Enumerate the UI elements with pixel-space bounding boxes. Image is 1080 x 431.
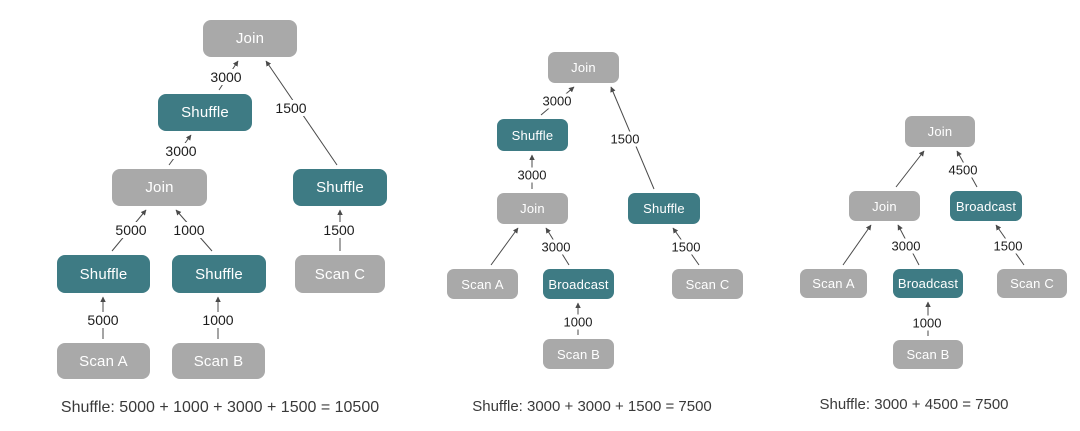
node-plan-one-broadcast-join-top: Join bbox=[548, 52, 619, 83]
node-plan-all-shuffle-shuffle-a: Shuffle bbox=[57, 255, 150, 293]
node-plan-one-broadcast-join-mid: Join bbox=[497, 193, 568, 224]
node-plan-two-broadcast-broadcast-right: Broadcast bbox=[950, 191, 1022, 221]
node-plan-one-broadcast-scan-b: Scan B bbox=[543, 339, 614, 369]
edge-label-plan-all-shuffle-join-mid-to-shuffle-upper: 3000 bbox=[162, 143, 200, 159]
node-plan-one-broadcast-shuffle-right: Shuffle bbox=[628, 193, 700, 224]
edge-label-plan-all-shuffle-scan-a-to-shuffle-a: 5000 bbox=[84, 312, 122, 328]
edge-label-plan-one-broadcast-join-mid-to-shuffle-upper: 3000 bbox=[514, 167, 550, 183]
node-plan-all-shuffle-shuffle-upper: Shuffle bbox=[158, 94, 252, 131]
node-plan-two-broadcast-scan-c: Scan C bbox=[997, 269, 1067, 298]
node-plan-all-shuffle-join-mid: Join bbox=[112, 169, 207, 206]
edge-plan-two-broadcast-scan-a-to-join-mid bbox=[842, 224, 872, 266]
edge-label-plan-one-broadcast-shuffle-right-to-join-top: 1500 bbox=[607, 131, 643, 147]
edge-plan-one-broadcast-scan-a-to-join-mid bbox=[490, 227, 519, 266]
edge-label-plan-all-shuffle-shuffle-right-to-join-top: 1500 bbox=[272, 100, 310, 116]
edge-plan-two-broadcast-join-mid-to-join-top bbox=[895, 150, 925, 188]
node-plan-one-broadcast-shuffle-upper: Shuffle bbox=[497, 119, 568, 151]
node-plan-two-broadcast-broadcast-mid: Broadcast bbox=[893, 269, 963, 298]
node-plan-all-shuffle-join-top: Join bbox=[203, 20, 297, 57]
edge-label-plan-two-broadcast-broadcast-right-to-join-top: 4500 bbox=[945, 162, 981, 178]
node-plan-all-shuffle-shuffle-b: Shuffle bbox=[172, 255, 266, 293]
edge-label-plan-all-shuffle-scan-b-to-shuffle-b: 1000 bbox=[199, 312, 237, 328]
edge-label-plan-one-broadcast-broadcast-to-join-mid: 3000 bbox=[538, 239, 574, 255]
edge-label-plan-all-shuffle-shuffle-upper-to-join-top: 3000 bbox=[207, 69, 245, 85]
node-plan-all-shuffle-scan-a: Scan A bbox=[57, 343, 150, 379]
node-plan-two-broadcast-join-top: Join bbox=[905, 116, 975, 147]
edge-label-plan-one-broadcast-scan-c-to-shuffle-right: 1500 bbox=[668, 239, 704, 255]
node-plan-all-shuffle-scan-b: Scan B bbox=[172, 343, 265, 379]
edge-label-plan-all-shuffle-shuffle-b-to-join-mid: 1000 bbox=[170, 222, 208, 238]
edge-label-plan-all-shuffle-shuffle-a-to-join-mid: 5000 bbox=[112, 222, 150, 238]
node-plan-one-broadcast-broadcast: Broadcast bbox=[543, 269, 614, 299]
node-plan-two-broadcast-scan-a: Scan A bbox=[800, 269, 867, 298]
node-plan-all-shuffle-scan-c: Scan C bbox=[295, 255, 385, 293]
edge-label-plan-two-broadcast-broadcast-mid-to-join-mid: 3000 bbox=[888, 238, 924, 254]
node-plan-one-broadcast-scan-c: Scan C bbox=[672, 269, 743, 299]
edge-label-plan-two-broadcast-scan-b-to-broadcast-mid: 1000 bbox=[909, 315, 945, 331]
caption-plan-one-broadcast: Shuffle: 3000 + 3000 + 1500 = 7500 bbox=[472, 398, 712, 415]
edge-label-plan-one-broadcast-scan-b-to-broadcast: 1000 bbox=[560, 314, 596, 330]
node-plan-all-shuffle-shuffle-right: Shuffle bbox=[293, 169, 387, 206]
edge-label-plan-one-broadcast-shuffle-upper-to-join-top: 3000 bbox=[539, 93, 575, 109]
node-plan-one-broadcast-scan-a: Scan A bbox=[447, 269, 518, 299]
node-plan-two-broadcast-scan-b: Scan B bbox=[893, 340, 963, 369]
caption-plan-two-broadcast: Shuffle: 3000 + 4500 = 7500 bbox=[819, 396, 1009, 413]
node-plan-two-broadcast-join-mid: Join bbox=[849, 191, 920, 221]
edge-label-plan-all-shuffle-scan-c-to-shuffle-right: 1500 bbox=[320, 222, 358, 238]
caption-plan-all-shuffle: Shuffle: 5000 + 1000 + 3000 + 1500 = 105… bbox=[60, 399, 380, 416]
edge-label-plan-two-broadcast-scan-c-to-broadcast-right: 1500 bbox=[990, 238, 1026, 254]
